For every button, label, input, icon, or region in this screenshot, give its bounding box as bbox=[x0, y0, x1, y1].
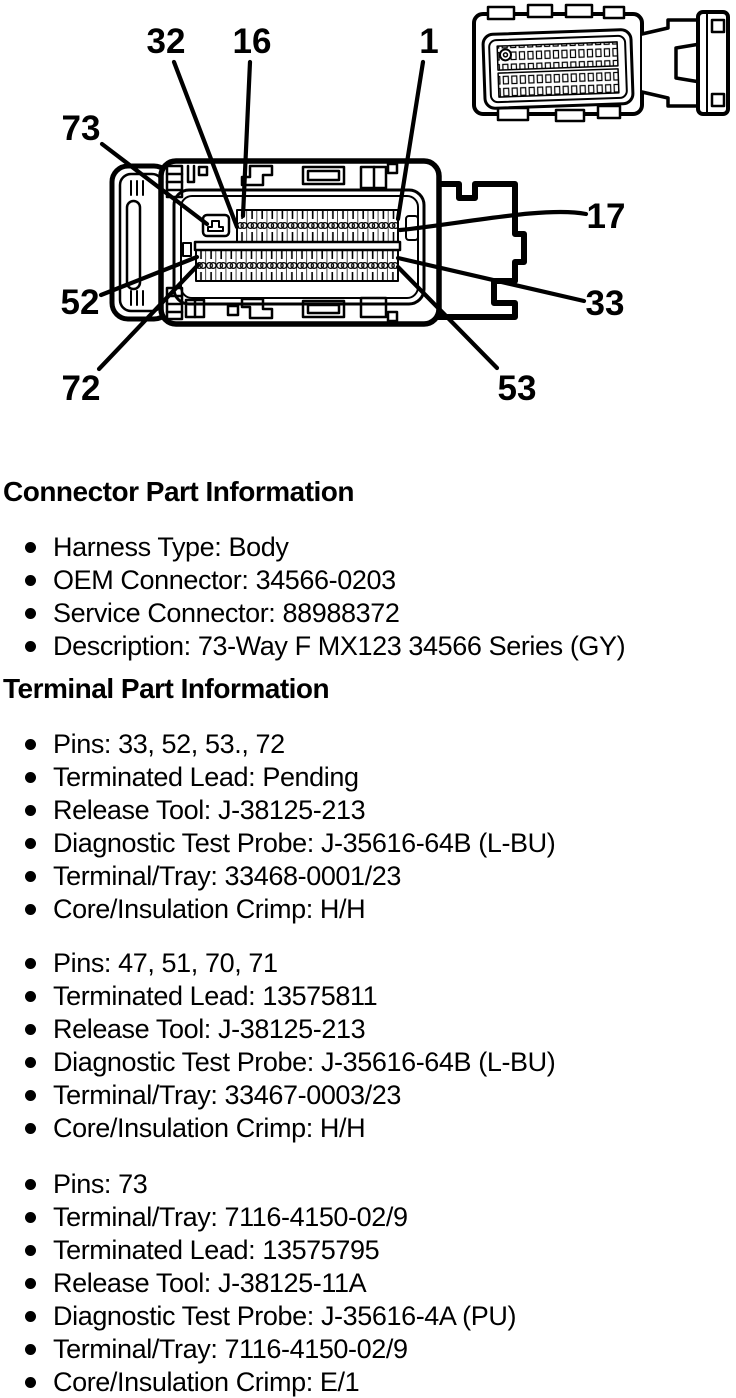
spec-item: Harness Type: Body bbox=[0, 531, 625, 564]
spec-item-text: Core/Insulation Crimp: E/1 bbox=[53, 1367, 360, 1397]
spec-item: Release Tool: J-38125-213 bbox=[0, 1013, 555, 1046]
connector-face-view bbox=[109, 158, 527, 327]
callout-33: 33 bbox=[586, 284, 625, 323]
spec-item-text: Pins: 47, 51, 70, 71 bbox=[53, 948, 278, 978]
spec-item: Terminal/Tray: 7116-4150-02/9 bbox=[0, 1333, 516, 1366]
terminal-rows bbox=[193, 209, 402, 282]
callout-72: 72 bbox=[62, 369, 101, 408]
spec-item-text: Pins: 33, 52, 53., 72 bbox=[53, 729, 285, 759]
leader-1 bbox=[395, 59, 426, 222]
spec-item-text: Core/Insulation Crimp: H/H bbox=[53, 894, 366, 924]
terminal-part-information-title: Terminal Part Information bbox=[3, 673, 330, 704]
spec-item: Terminal/Tray: 33468-0001/23 bbox=[0, 860, 555, 893]
spec-item: Pins: 33, 52, 53., 72 bbox=[0, 728, 555, 761]
leader-17 bbox=[397, 209, 589, 233]
spec-item: Diagnostic Test Probe: J-35616-64B (L-BU… bbox=[0, 1046, 556, 1079]
spec-item: Pins: 47, 51, 70, 71 bbox=[0, 947, 555, 980]
spec-item: Terminated Lead: Pending bbox=[0, 761, 555, 794]
leader-33 bbox=[395, 255, 587, 304]
callout-73: 73 bbox=[62, 109, 101, 148]
spec-item-text: Terminated Lead: 13575795 bbox=[53, 1235, 380, 1265]
leader-72 bbox=[96, 262, 201, 372]
spec-item: Core/Insulation Crimp: E/1 bbox=[0, 1366, 516, 1398]
spec-item: Core/Insulation Crimp: H/H bbox=[0, 893, 555, 926]
spec-item: Description: 73-Way F MX123 34566 Series… bbox=[0, 630, 626, 663]
spec-item: Terminated Lead: 13575795 bbox=[0, 1234, 516, 1267]
callout-1: 1 bbox=[419, 22, 438, 61]
spec-item: Terminated Lead: 13575811 bbox=[0, 980, 555, 1013]
spec-item: OEM Connector: 34566-0203 bbox=[0, 564, 625, 597]
spec-item: Pins: 73 bbox=[0, 1168, 516, 1201]
callout-17: 17 bbox=[587, 197, 626, 236]
spec-item-text: Diagnostic Test Probe: J-35616-64B (L-BU… bbox=[53, 828, 556, 858]
spec-item-text: Core/Insulation Crimp: H/H bbox=[53, 1113, 366, 1143]
callout-leader-lines bbox=[96, 59, 589, 372]
spec-item-text: Release Tool: J-38125-213 bbox=[53, 1014, 366, 1044]
leader-53 bbox=[395, 264, 500, 371]
terminal-spec-list-group-2: Pins: 47, 51, 70, 71 Terminated Lead: 13… bbox=[0, 947, 556, 1145]
spec-item-text: Terminal/Tray: 33468-0001/23 bbox=[53, 861, 402, 891]
spec-item: Terminal/Tray: 33467-0003/23 bbox=[0, 1079, 555, 1112]
spec-item-text: Terminal/Tray: 33467-0003/23 bbox=[53, 1080, 402, 1110]
callout-32: 32 bbox=[147, 22, 186, 61]
spec-item: Release Tool: J-38125-11A bbox=[0, 1267, 516, 1300]
spec-item-text: Release Tool: J-38125-213 bbox=[53, 795, 366, 825]
connector-spec-list: Harness Type: Body OEM Connector: 34566-… bbox=[0, 531, 626, 663]
leader-52 bbox=[98, 254, 200, 298]
leader-16 bbox=[240, 59, 253, 219]
terminal-spec-list-group-3: Pins: 73 Terminal/Tray: 7116-4150-02/9 T… bbox=[0, 1168, 516, 1398]
callout-16: 16 bbox=[233, 22, 272, 61]
spec-item-text: Terminated Lead: 13575811 bbox=[53, 981, 378, 1011]
spec-item: Terminal/Tray: 7116-4150-02/9 bbox=[0, 1201, 516, 1234]
terminal-spec-list-group-1: Pins: 33, 52, 53., 72 Terminated Lead: P… bbox=[0, 728, 556, 926]
spec-item-text: Terminated Lead: Pending bbox=[53, 762, 359, 792]
leader-32 bbox=[171, 59, 240, 230]
spec-item-text: Diagnostic Test Probe: J-35616-64B (L-BU… bbox=[53, 1047, 556, 1077]
spec-item-text: Terminal/Tray: 7116-4150-02/9 bbox=[53, 1334, 408, 1364]
spec-item-text: Release Tool: J-38125-11A bbox=[53, 1268, 367, 1298]
spec-item-text: Description: 73-Way F MX123 34566 Series… bbox=[53, 631, 626, 661]
pin-73-key-terminal bbox=[201, 213, 231, 238]
spec-item-text: Pins: 73 bbox=[53, 1169, 148, 1199]
spec-item: Core/Insulation Crimp: H/H bbox=[0, 1112, 555, 1145]
spec-item-text: OEM Connector: 34566-0203 bbox=[53, 565, 396, 595]
top-latch-details bbox=[165, 162, 399, 199]
connector-3d-thumbnail bbox=[472, 3, 730, 123]
callout-labels: 32 16 1 73 17 33 52 72 53 bbox=[61, 22, 626, 408]
right-bracket bbox=[433, 181, 527, 320]
spec-item: Diagnostic Test Probe: J-35616-64B (L-BU… bbox=[0, 827, 556, 860]
spec-item: Release Tool: J-38125-213 bbox=[0, 794, 555, 827]
connector-part-information-title: Connector Part Information bbox=[3, 476, 355, 507]
callout-52: 52 bbox=[61, 283, 100, 322]
connector-diagram: 32 16 1 73 17 33 52 72 53 bbox=[61, 3, 730, 408]
spec-item-text: Terminal/Tray: 7116-4150-02/9 bbox=[53, 1202, 408, 1232]
spec-item-text: Diagnostic Test Probe: J-35616-4A (PU) bbox=[53, 1301, 517, 1331]
spec-item-text: Service Connector: 88988372 bbox=[53, 598, 400, 628]
spec-item-text: Harness Type: Body bbox=[53, 532, 289, 562]
spec-item: Diagnostic Test Probe: J-35616-4A (PU) bbox=[0, 1300, 516, 1333]
spec-item: Service Connector: 88988372 bbox=[0, 597, 625, 630]
callout-53: 53 bbox=[498, 369, 537, 408]
leader-73 bbox=[99, 141, 210, 227]
